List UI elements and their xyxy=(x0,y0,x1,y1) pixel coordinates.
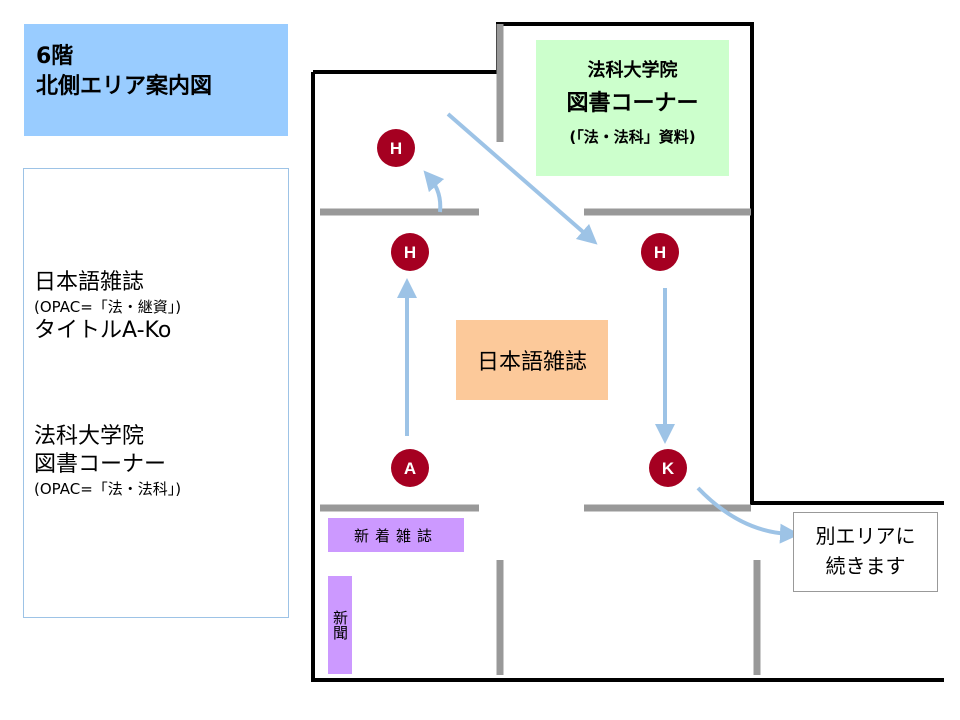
arrow-curve-up xyxy=(423,170,445,213)
svg-text:H: H xyxy=(390,139,402,158)
marker-a: A xyxy=(391,449,429,487)
legend-journals-opac: (OPAC=「法・継資」) xyxy=(34,298,182,316)
marker-h-right: H xyxy=(641,233,679,271)
markers: H H H A K xyxy=(377,129,687,487)
marker-h-left: H xyxy=(391,233,429,271)
legend-law-corner: 法科大学院 図書コーナー (OPAC=「法・法科」) xyxy=(34,423,181,499)
svg-text:K: K xyxy=(662,459,675,478)
new-magazines-shelf: 新着雑誌 xyxy=(328,518,464,552)
law-corner-line3: (「法・法科」資料) xyxy=(569,128,696,146)
continue-other-area: 別エリアに 続きます xyxy=(793,512,938,592)
continue-line2: 続きます xyxy=(825,554,906,578)
legend-corner-line2: 図書コーナー xyxy=(34,452,167,477)
marker-h-top: H xyxy=(377,129,415,167)
svg-text:H: H xyxy=(404,243,416,262)
floor-label: 6階 xyxy=(36,44,74,69)
legend-corner-line1: 法科大学院 xyxy=(34,424,145,449)
outer-wall xyxy=(311,22,944,682)
legend-journals-range: タイトルA-Ko xyxy=(34,318,172,343)
continue-line1: 別エリアに xyxy=(815,524,916,548)
law-school-corner: 法科大学院 図書コーナー (「法・法科」資料) xyxy=(536,40,729,176)
route-arrows xyxy=(397,112,800,544)
law-corner-line1: 法科大学院 xyxy=(587,60,678,81)
newspaper-shelf: 新聞 xyxy=(328,576,352,674)
map-title: 6階 北側エリア案内図 xyxy=(24,24,288,136)
svg-text:A: A xyxy=(404,459,416,478)
legend-panel: 日本語雑誌 (OPAC=「法・継資」) タイトルA-Ko 法科大学院 図書コーナ… xyxy=(23,168,289,618)
legend-journals: 日本語雑誌 (OPAC=「法・継資」) タイトルA-Ko xyxy=(34,269,181,345)
arrow-curve-exit xyxy=(696,486,800,544)
law-corner-line2: 図書コーナー xyxy=(566,91,699,116)
arrow-diagonal xyxy=(446,112,598,245)
japanese-journals-area: 日本語雑誌 xyxy=(456,320,608,400)
legend-journals-name: 日本語雑誌 xyxy=(34,270,145,295)
newspaper-label: 新聞 xyxy=(331,610,349,640)
area-label: 北側エリア案内図 xyxy=(36,74,213,99)
svg-text:H: H xyxy=(654,243,666,262)
marker-k: K xyxy=(649,449,687,487)
legend-corner-opac: (OPAC=「法・法科」) xyxy=(34,480,182,498)
partitions xyxy=(320,24,761,675)
